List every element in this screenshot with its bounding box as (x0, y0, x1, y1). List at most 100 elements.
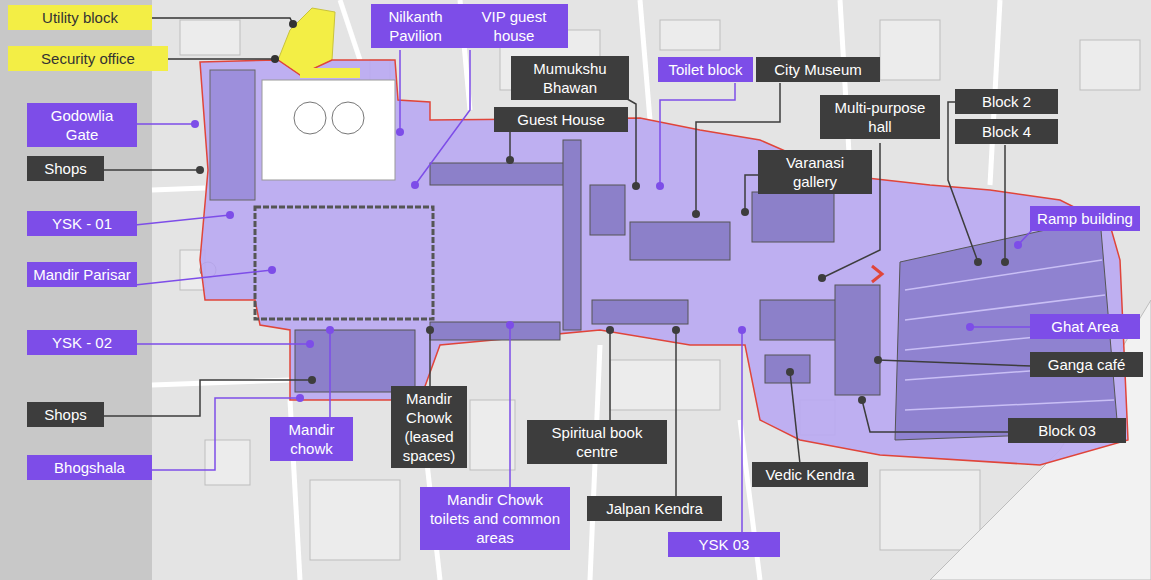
leader-line (878, 360, 1032, 366)
location-dot (268, 266, 276, 274)
place-name: City Museum (762, 60, 874, 79)
place-name: Jalpan Kendra (593, 499, 716, 518)
place-name: VIP guest house (466, 7, 562, 45)
leader-line (970, 326, 1032, 328)
place-name: Mumukshu Bhawan (517, 59, 623, 97)
label-box: Utility block (8, 5, 152, 30)
place-name: Toilet block (664, 60, 747, 79)
place-name: Block 4 (961, 122, 1052, 141)
label-box: YSK 03 (668, 532, 780, 557)
label-box: Bhogshala (27, 455, 152, 480)
label-box: Mandir Parisar (27, 262, 137, 287)
label-box: Jalpan Kendra (587, 496, 722, 521)
leader-line (509, 325, 511, 489)
building (660, 20, 720, 50)
location-dot (308, 376, 316, 384)
label-box: Mandir Chowk (leased spaces) (391, 386, 467, 468)
location-dot (1001, 258, 1009, 266)
location-dot (656, 182, 664, 190)
leader-line (329, 330, 331, 419)
building (205, 440, 250, 485)
location-dot (196, 166, 204, 174)
location-dot (191, 120, 199, 128)
buildings-in-project (430, 140, 880, 395)
building-block (563, 140, 581, 330)
place-name: Varanasi gallery (764, 153, 866, 191)
location-dot (506, 321, 514, 329)
street (340, 0, 360, 60)
building (1080, 40, 1140, 90)
building-block (752, 192, 834, 242)
leader-line (166, 58, 275, 60)
label-box: Block 4 (955, 119, 1058, 144)
label-box: Block 03 (1008, 418, 1126, 443)
building-block (630, 222, 730, 260)
building-block (295, 330, 415, 392)
leader-line (429, 330, 431, 388)
label-box: Ramp building (1030, 206, 1140, 231)
label-box: Godowlia Gate (27, 103, 137, 147)
location-dot (738, 326, 746, 334)
location-dot (271, 55, 279, 63)
street (640, 0, 650, 120)
label-box: Security office (8, 46, 168, 71)
label-box: Vedic Kendra (752, 462, 868, 487)
building (880, 470, 980, 550)
place-name: Ghat Area (1036, 317, 1134, 336)
leader-line (675, 330, 677, 498)
street (152, 188, 205, 190)
place-name: YSK - 01 (33, 214, 131, 233)
label-box: YSK - 02 (27, 330, 137, 355)
label-box: Nilkanth Pavilion (371, 4, 460, 48)
leader-line (150, 18, 293, 24)
label-box: Block 2 (955, 89, 1058, 114)
label-box: Spiritual book centre (527, 420, 667, 464)
leader-line (135, 343, 310, 345)
location-dot (306, 340, 314, 348)
location-dot (692, 210, 700, 218)
building-block (760, 300, 840, 340)
building (470, 400, 515, 470)
leader-line (135, 215, 230, 225)
label-box: Toilet block (658, 57, 753, 82)
place-name: Utility block (14, 8, 146, 27)
label-box: VIP guest house (460, 4, 568, 48)
building-block (765, 355, 810, 383)
label-box: Mandir Chowk toilets and common areas (420, 487, 570, 550)
temple (262, 80, 395, 180)
label-box: Ganga café (1030, 352, 1143, 377)
location-dot (326, 326, 334, 334)
place-name: Nilkanth Pavilion (377, 7, 454, 45)
location-dot (672, 326, 680, 334)
place-name: Security office (14, 49, 162, 68)
place-name: Block 03 (1014, 421, 1120, 440)
location-dot (966, 323, 974, 331)
building (180, 20, 240, 55)
place-name: Mandir Chowk (leased spaces) (397, 389, 461, 465)
leader-line (509, 131, 511, 160)
leader-line (741, 330, 743, 534)
location-dot (506, 156, 514, 164)
location-dot (858, 396, 866, 404)
leader-line (660, 83, 735, 186)
buildings (180, 20, 1140, 560)
location-dot (296, 394, 304, 402)
place-name: Block 2 (961, 92, 1052, 111)
place-name: Shops (33, 159, 98, 178)
courtyard (255, 207, 433, 319)
location-dot (426, 326, 434, 334)
label-box: Mandir chowk (270, 417, 353, 461)
location-dot (974, 258, 982, 266)
place-name: Bhogshala (33, 458, 146, 477)
label-box: Shops (27, 402, 104, 427)
building (610, 360, 720, 410)
location-dot (226, 211, 234, 219)
leader-line (790, 372, 800, 464)
label-box: Shops (27, 156, 104, 181)
project-boundary (200, 60, 1128, 465)
label-box: City Museum (756, 57, 880, 82)
location-dot (786, 368, 794, 376)
location-dot (1014, 241, 1022, 249)
building-block (210, 70, 255, 200)
